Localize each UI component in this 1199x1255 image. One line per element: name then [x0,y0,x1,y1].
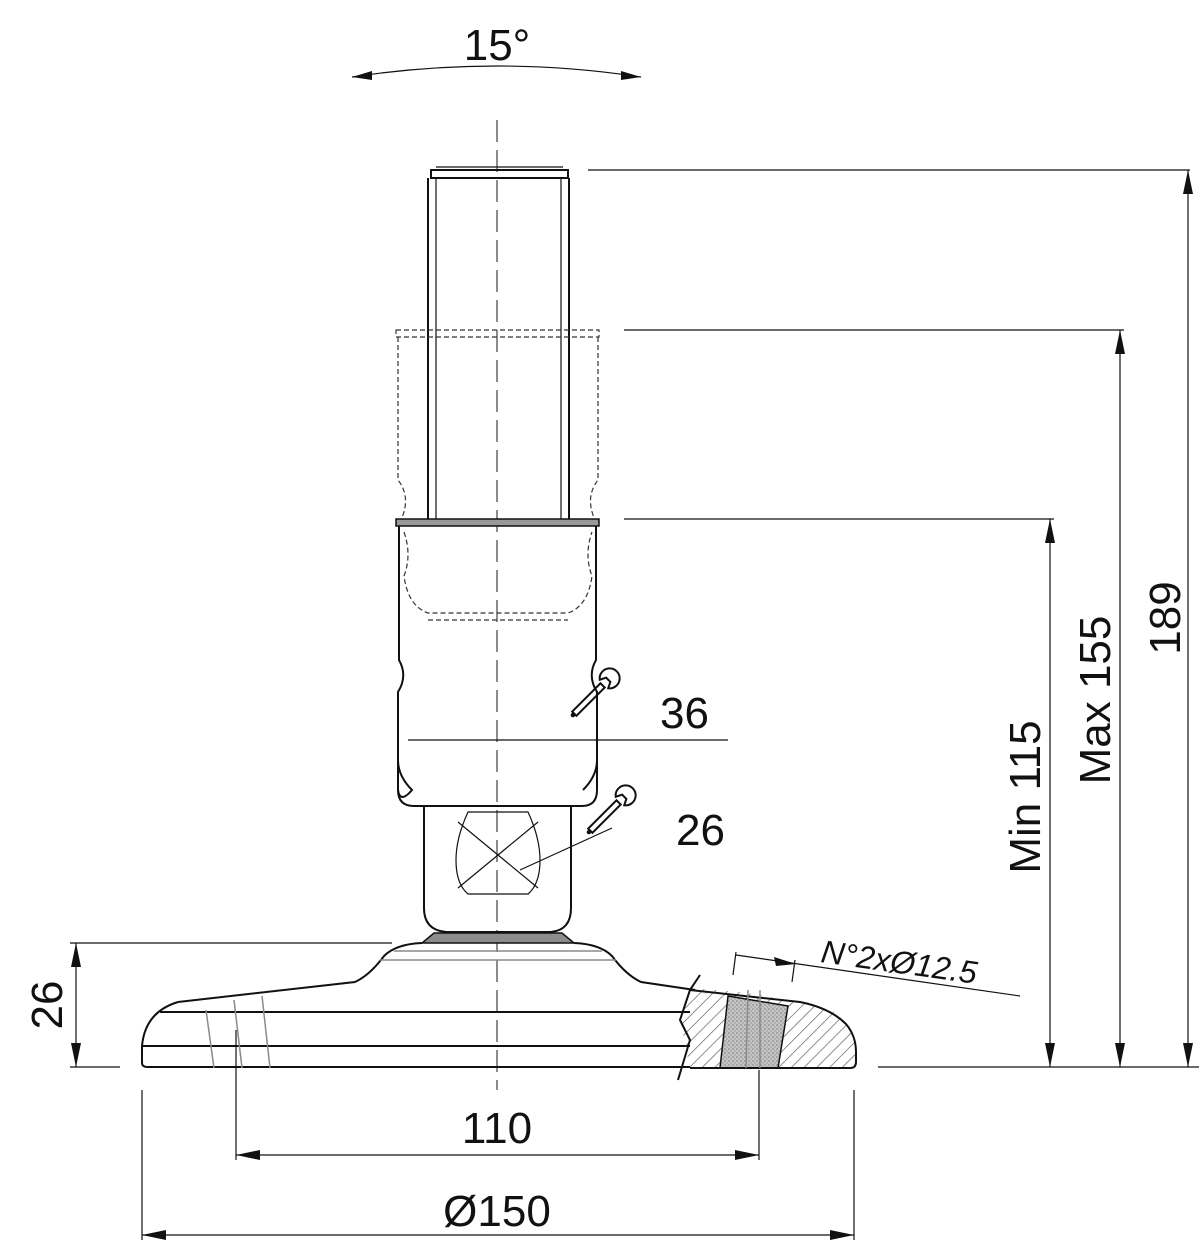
dim-max-height: Max 155 [1071,616,1120,785]
dim-base-height: 26 [23,981,72,1030]
tilt-arrow-right [621,71,641,80]
wrench-26-leader [519,827,613,871]
lock-nut-collar [395,518,600,527]
dimension-base-diameter: Ø150 [141,1090,855,1240]
wrench-36-callout: 36 [570,667,709,738]
dim-base-diameter: Ø150 [443,1187,551,1236]
max-extension-outline [395,329,600,523]
wrench-36-label: 36 [660,689,709,738]
holes-note: N°2xØ12.5 [819,933,980,991]
rubber-ring [419,932,577,944]
base-section [677,974,857,1081]
dim-total-height: 189 [1141,581,1190,654]
angle-label: 15° [464,21,531,70]
wrench-icon [586,784,637,835]
dimension-min-height: Min 115 [624,518,1055,1067]
holes-callout: N°2xØ12.5 [732,933,1021,997]
tilt-arc [351,65,642,78]
dimension-hole-spacing: 110 [235,1030,760,1160]
wrench-26-callout: 26 [586,784,725,855]
dimension-base-height: 26 [23,942,392,1067]
dim-min-height: Min 115 [1001,720,1050,873]
tilt-arrow-left [352,71,372,80]
wrench-icon [570,667,621,718]
mounting-hole-section [719,995,789,1069]
leveler-body [397,526,728,807]
dimension-total-height: 189 [588,169,1193,1067]
dimension-max-height: Max 155 [624,329,1125,1067]
dim-hole-spacing: 110 [462,1104,532,1153]
base-dome [177,942,696,1003]
base-plate [141,995,690,1069]
tilt-angle-indicator: 15° [351,21,642,80]
lower-hex-neck [423,806,613,933]
wrench-26-label: 26 [676,806,725,855]
threaded-stem [427,166,570,522]
